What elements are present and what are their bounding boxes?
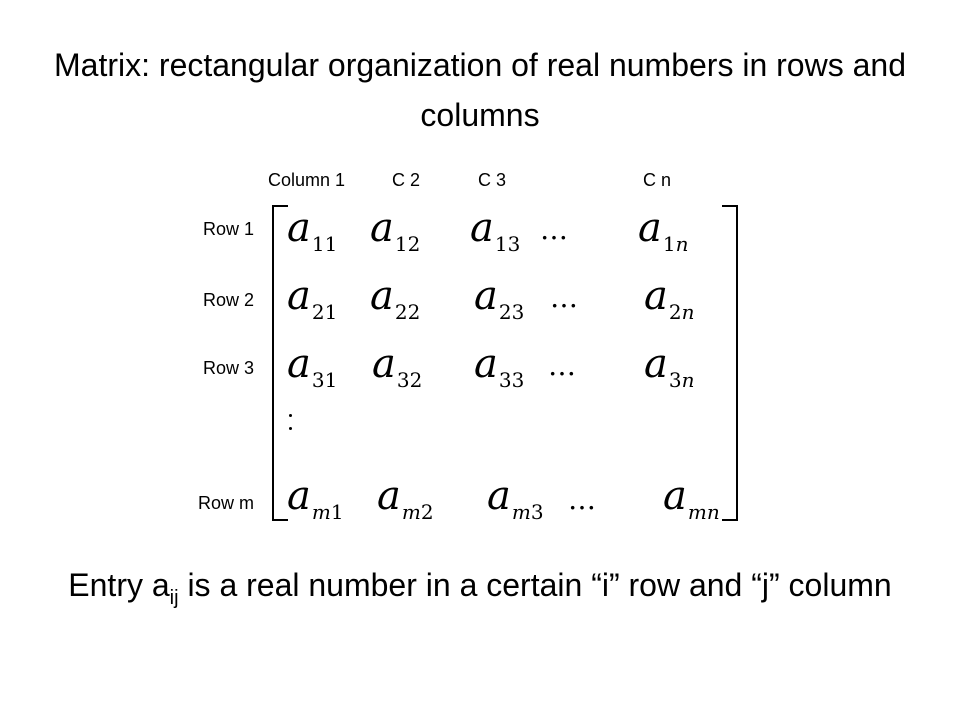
matrix-left-bracket [272, 205, 288, 521]
matrix-entry: a21 [287, 273, 338, 324]
row-label-m: Row m [197, 493, 254, 513]
matrix-entry: a2n [644, 273, 695, 324]
matrix-right-bracket [722, 205, 738, 521]
matrix-entry: a22 [370, 273, 421, 324]
matrix-entry: am2 [377, 473, 434, 524]
matrix-entry: a1n [638, 205, 689, 256]
row-ellipsis: … [540, 213, 570, 246]
matrix-entry: a12 [370, 205, 421, 256]
column-label-n: C n [643, 170, 672, 190]
matrix-entry: a31 [287, 341, 338, 392]
column-label-3: C 3 [478, 170, 507, 190]
row-label-2: Row 2 [202, 290, 254, 310]
matrix-entry: amn [663, 473, 720, 524]
column-label-1: Column 1 [268, 170, 346, 190]
matrix-entry: a13 [470, 205, 521, 256]
column-label-2: C 2 [392, 170, 421, 190]
matrix-entry: a33 [474, 341, 525, 392]
vertical-ellipsis [289, 414, 295, 440]
row-ellipsis: … [568, 483, 598, 516]
row-ellipsis: … [550, 281, 580, 314]
matrix-entry: a23 [474, 273, 525, 324]
matrix-entry: a11 [287, 205, 338, 256]
matrix-entry: a32 [372, 341, 423, 392]
entry-caption: Entry aij is a real number in a certain … [68, 567, 892, 609]
matrix-entry: am3 [487, 473, 544, 524]
row-label-3: Row 3 [202, 358, 254, 378]
row-label-1: Row 1 [202, 219, 254, 239]
row-ellipsis: … [548, 349, 578, 382]
slide-title: Matrix: rectangular organization of real… [54, 47, 906, 133]
matrix-entry: a3n [644, 341, 695, 392]
matrix-entry: am1 [287, 473, 344, 524]
